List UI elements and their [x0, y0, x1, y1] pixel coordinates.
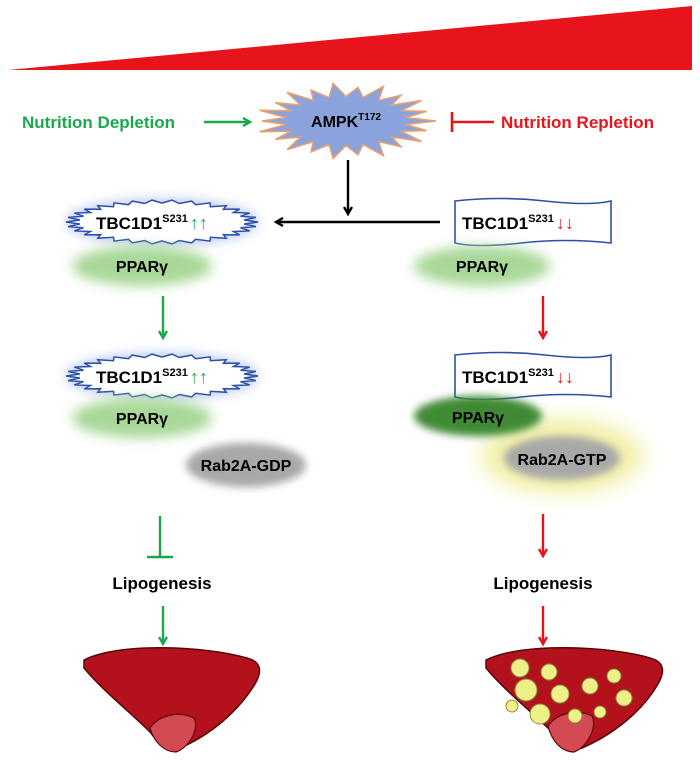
fat-droplet — [593, 705, 607, 719]
left-tbc1d1-node-2: TBC1D1S231↑↑ — [65, 353, 259, 399]
tbc1d1-label: TBC1D1S231↓↓ — [462, 367, 574, 387]
fat-droplet — [550, 684, 570, 704]
liver-healthy-icon — [83, 647, 261, 753]
left-inhibition — [147, 516, 173, 559]
rab2a-gtp-node: Rab2A-GTP — [480, 418, 644, 494]
fat-droplet — [567, 708, 583, 724]
svg-text:PPARγ: PPARγ — [116, 259, 168, 276]
left-tbc1d1-node-1: TBC1D1S231↑↑ — [65, 199, 259, 245]
fat-droplet — [615, 689, 633, 707]
nutrition-repletion-label: Nutrition Repletion — [501, 113, 654, 132]
svg-text:Rab2A-GTP: Rab2A-GTP — [518, 452, 607, 469]
tbc1d1-flag-icon — [454, 197, 612, 247]
left-ppar-node-1: PPARγ — [72, 246, 212, 286]
fat-droplet — [529, 703, 551, 725]
right-lipogenesis-label: Lipogenesis — [493, 574, 592, 593]
right-tbc1d1-node-2: TBC1D1S231↓↓ — [454, 351, 612, 401]
fat-droplet — [581, 677, 599, 695]
fat-droplets — [505, 658, 633, 725]
ampk-label: AMPKT172 — [311, 112, 381, 131]
fat-droplet — [540, 663, 558, 681]
nutrition-depletion-label: Nutrition Depletion — [22, 113, 175, 132]
svg-text:PPARγ: PPARγ — [452, 410, 504, 427]
right-tbc1d1-node-1: TBC1D1S231↓↓ — [454, 197, 612, 247]
repletion-inhibition — [450, 112, 494, 132]
svg-text:PPARγ: PPARγ — [116, 411, 168, 428]
left-lipogenesis-label: Lipogenesis — [112, 574, 211, 593]
svg-text:PPARγ: PPARγ — [456, 259, 508, 276]
tbc1d1-label: TBC1D1S231↑↑ — [96, 367, 208, 387]
left-ppar-node-2: PPARγ — [72, 398, 212, 438]
ampk-starburst-icon — [259, 81, 437, 161]
tbc1d1-starburst-icon — [65, 199, 259, 245]
right-ppar-node-1: PPARγ — [414, 246, 550, 286]
liver-fatty-icon — [485, 647, 664, 753]
tbc1d1-label: TBC1D1S231↑↑ — [96, 213, 208, 233]
tbc1d1-starburst-icon — [65, 353, 259, 399]
ampk-node: AMPKT172 — [259, 81, 437, 161]
fat-droplet — [510, 658, 530, 678]
gradient-wedge-icon — [8, 6, 692, 70]
right-ppar-node-2-active: PPARγ — [414, 396, 542, 436]
fat-droplet — [514, 678, 538, 702]
fat-droplet — [606, 668, 622, 684]
tbc1d1-label: TBC1D1S231↓↓ — [462, 213, 574, 233]
fat-droplet — [505, 699, 519, 713]
rab2a-gdp-node: Rab2A-GDP — [186, 443, 306, 487]
svg-text:Rab2A-GDP: Rab2A-GDP — [201, 458, 292, 475]
